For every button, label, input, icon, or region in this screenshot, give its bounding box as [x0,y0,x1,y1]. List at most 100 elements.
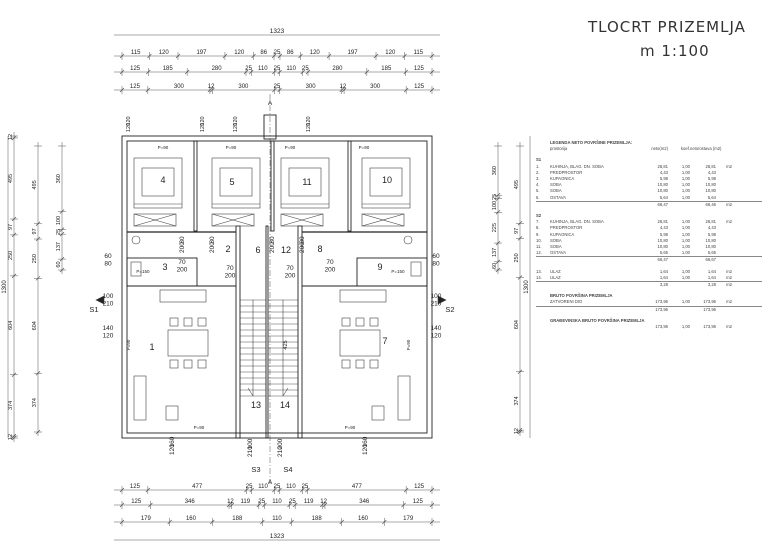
left-outer-label: 97 [8,224,14,230]
top-row3-label: 125 [130,84,141,90]
opening-top-label: 120 [306,116,312,125]
legend-heading: LEGENDA NETO POVRŠINE PRIZEMLJA: [550,140,633,145]
bottom-row3-label: 188 [312,516,323,522]
top-row1-label: 86 [260,50,267,56]
top-row2-label: 280 [332,66,343,72]
party-wall [265,225,269,439]
top-row3-label: 300 [306,84,317,90]
door-label-bottom: 200 [277,438,284,449]
bottom-row3-label: 160 [186,516,197,522]
door-label-mid: 200 [299,242,306,253]
left-outer-label: 495 [8,174,14,183]
drawing-title: TLOCRT PRIZEMLJA [588,18,746,36]
dining-table-left-chair [197,359,207,369]
door-label: 70 [178,259,186,266]
dimension-lines [7,34,531,541]
room-12: 12 [281,245,291,255]
bottom-row2-label: 346 [359,499,370,505]
dining-table-left-chair [197,317,207,327]
dining-table-left [167,329,209,357]
bottom-row2-label: 25 [258,499,265,505]
furniture [95,157,447,421]
room-1: 1 [149,342,154,352]
room-14: 14 [280,400,290,410]
left-outer-label: 374 [8,401,14,410]
top-row3-label: 12 [208,84,215,90]
window-label-right: 60 [432,253,440,260]
left-mid-label: 604 [32,321,38,330]
bottom-row2-label: 346 [185,499,196,505]
right-inner-label: 60 [492,263,498,269]
window-lower-right: 140 [431,325,442,332]
section-a-bottom: A [268,479,273,486]
left-inner-label: 60 [56,261,62,267]
opening-top-label: 120 [126,116,132,125]
bottom-row2-label: 12 [227,499,234,505]
top-row1-label: 115 [131,50,141,56]
bottom-row1-label: 25 [246,484,253,490]
right-outer-label: 495 [514,180,520,189]
sofa-right [397,375,411,421]
armchair-right [371,405,385,421]
section-s2: S2 [445,305,454,314]
stair-arrow [282,300,289,397]
parapet-label: P=150 [391,269,405,274]
left-inner-label: 100 [56,216,62,225]
room-5: 5 [229,177,234,187]
left-mid-label: 374 [32,398,38,407]
top-row1-label: 120 [310,50,321,56]
bottom-row2-label: 110 [272,499,282,505]
right-inner-label: 225 [492,223,498,232]
right-inner-label: 25 [492,194,498,200]
legend-gross-heading: BRUTO POVRŠINA PRIZEMLJA [550,293,613,299]
bottom-row3-label: 179 [403,516,414,522]
dining-table-right [339,329,381,357]
dining-table-right-chair [369,317,379,327]
wardrobe [133,213,177,227]
section-s1-arrow [95,295,105,305]
parapet-label: P=90 [126,339,131,350]
bottom-row2-label: 119 [241,499,251,505]
right-outer-label: 374 [514,396,520,405]
top-row2-label: 185 [163,66,174,72]
top-row1-label: 120 [159,50,170,56]
section-a-top: A [268,100,273,107]
drawing-scale: m 1:100 [640,42,710,60]
parapet-label: P=90 [285,145,296,150]
room-10: 10 [382,175,392,185]
top-row1-label: 197 [196,50,207,56]
left-outer-label: 250 [8,251,14,260]
overall-bottom-label: 1323 [270,533,285,540]
door-label-bottom: 160 [362,436,369,447]
window-label-left: 80 [104,261,112,268]
door-label-bottom: 120 [362,444,369,455]
door-label: 200 [285,273,296,280]
right-inner-label: 360 [492,166,498,175]
top-row1-label: 120 [385,50,396,56]
bottom-row1-label: 25 [274,484,281,490]
left-inner-label: 25 [56,229,62,235]
opening-top-label: 120 [126,123,132,132]
left-mid-label: 495 [32,180,38,189]
area-legend-table: LEGENDA NETO POVRŠINE PRIZEMLJA:prostori… [536,140,762,330]
dining-table-right-chair [341,359,351,369]
overall-top-label: 1323 [270,28,285,35]
sink-left [131,235,141,245]
door-label-mid: 200 [209,242,216,253]
walls [121,114,433,439]
parapet-label: P=90 [158,145,169,150]
top-row2-label: 280 [212,66,223,72]
right-inner-label: 100 [492,201,498,210]
room-11: 11 [302,177,311,187]
right-outer-label: 12 [514,428,520,434]
